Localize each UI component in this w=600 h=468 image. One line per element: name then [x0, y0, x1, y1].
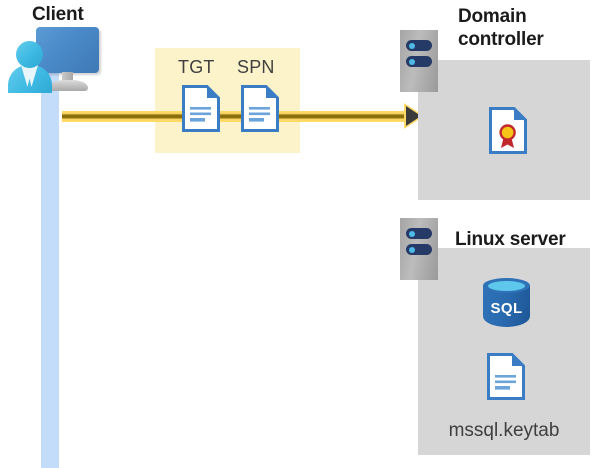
client-lifeline: [41, 73, 59, 468]
server-led-icon: [409, 42, 415, 49]
spn-document-icon: [241, 85, 279, 132]
domain-controller-server-icon: [400, 30, 438, 92]
linux-server-title: Linux server: [455, 229, 566, 250]
monitor-screen-icon: [36, 27, 99, 73]
message-arrow-line: [62, 111, 410, 122]
sql-database-icon: SQL: [483, 278, 530, 330]
server-bay-bar: [406, 40, 432, 51]
db-cylinder-top-inner: [488, 281, 525, 291]
domain-controller-title-line2: controller: [458, 29, 544, 50]
tgt-document-icon: [182, 85, 220, 132]
monitor-neck-icon: [62, 72, 73, 82]
server-led-icon: [409, 58, 415, 65]
certificate-document-icon: [489, 107, 527, 154]
server-led-icon: [409, 246, 415, 253]
monitor-base-icon: [48, 80, 88, 91]
tgt-label: TGT: [178, 57, 215, 77]
keytab-document-icon: [487, 353, 525, 400]
server-bay-bar: [406, 244, 432, 255]
keytab-file-caption: mssql.keytab: [448, 420, 560, 441]
domain-controller-title: Domain controller: [458, 5, 588, 51]
person-head-icon: [16, 41, 43, 68]
client-title: Client: [32, 4, 84, 25]
client-icon: [8, 27, 102, 93]
server-led-icon: [409, 230, 415, 237]
linux-server-icon: [400, 218, 438, 280]
server-bay-bar: [406, 228, 432, 239]
server-bay-bar: [406, 56, 432, 67]
message-arrowhead-icon: [406, 106, 421, 126]
sql-label: SQL: [490, 300, 523, 317]
domain-controller-title-line1: Domain: [458, 6, 527, 27]
spn-label: SPN: [237, 57, 275, 77]
